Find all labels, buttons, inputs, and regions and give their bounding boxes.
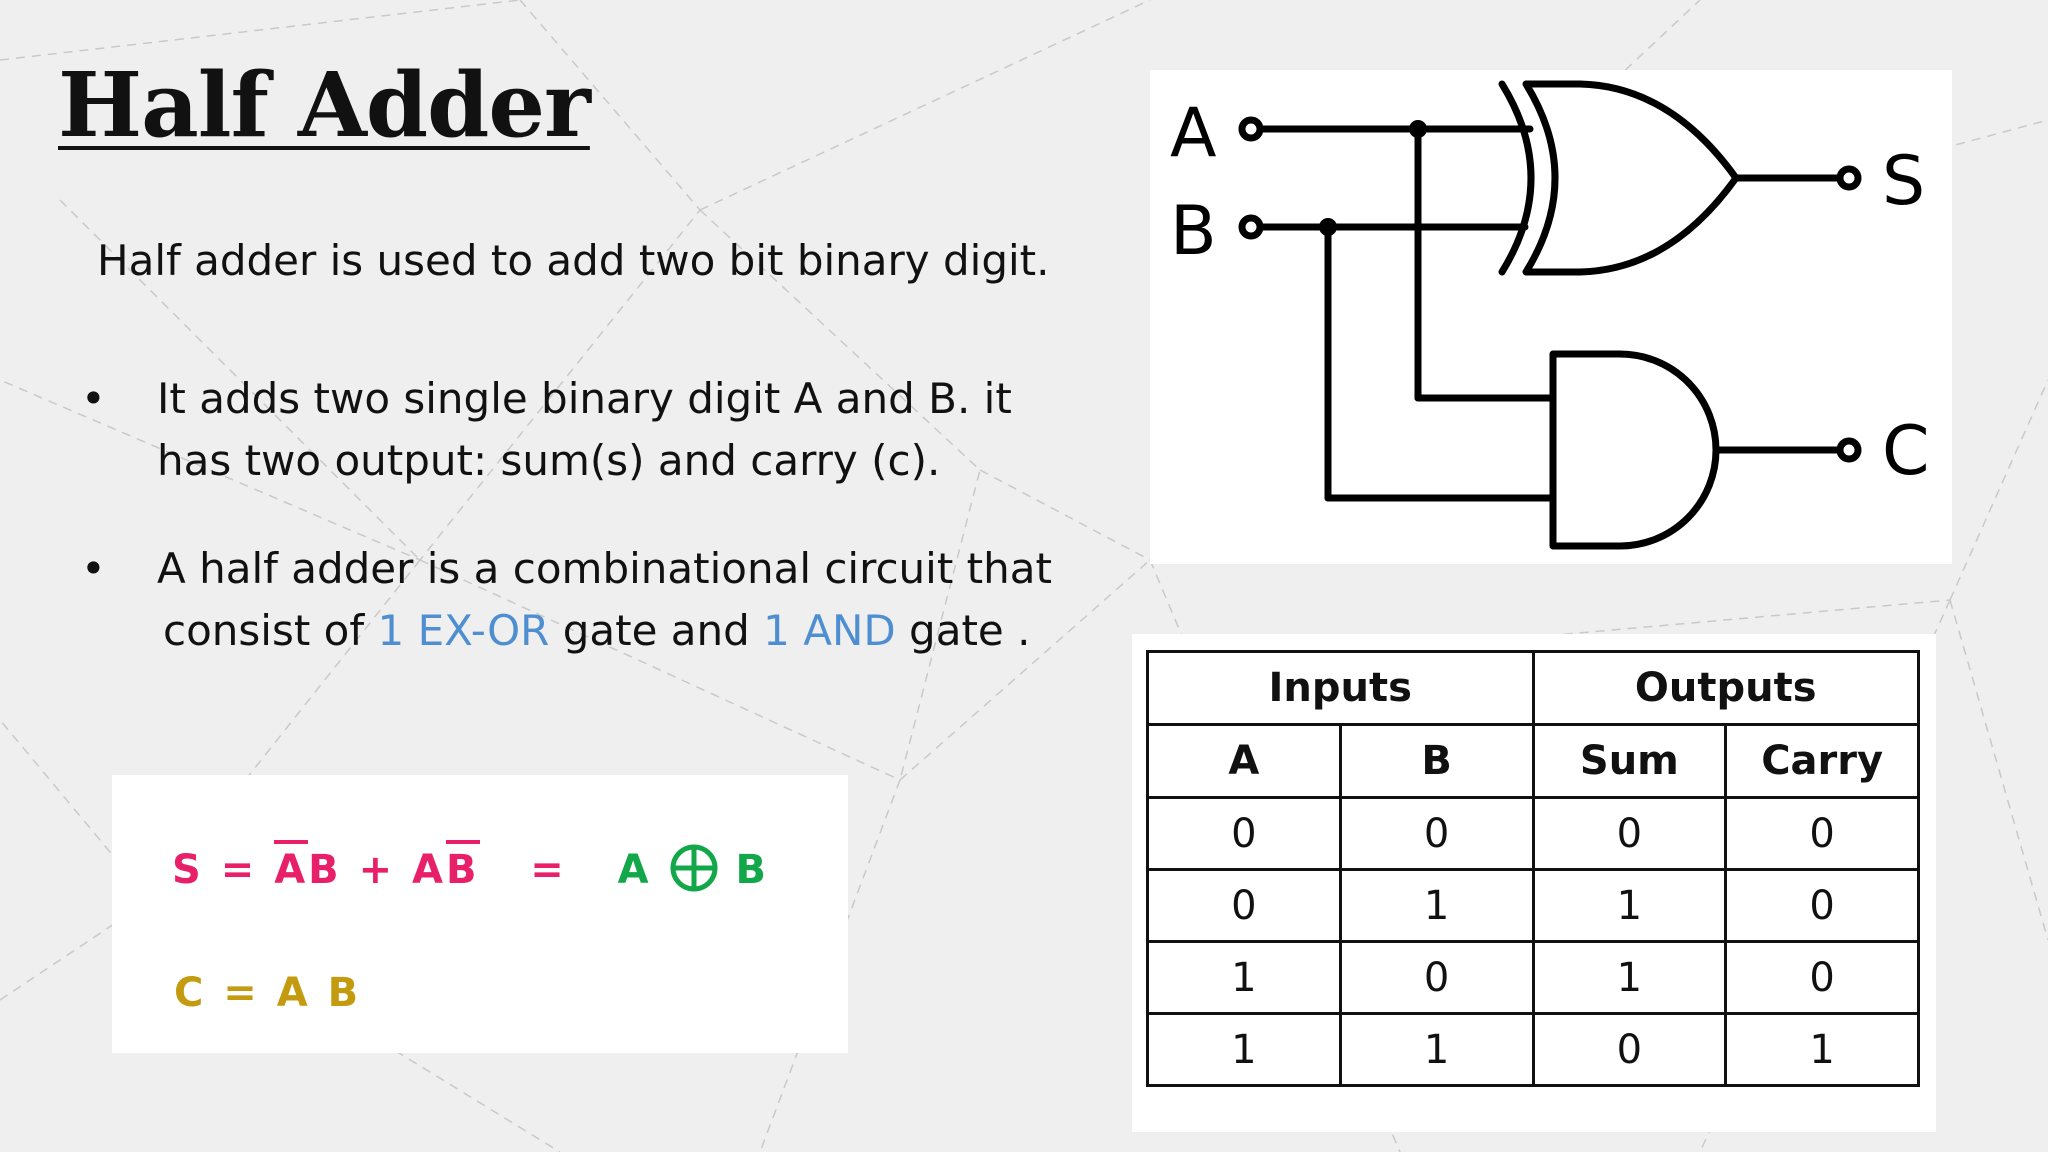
table-cell: 0 — [1338, 940, 1535, 1015]
highlight-ex-or: 1 EX-OR — [377, 606, 550, 655]
sum-label: S = — [172, 847, 258, 893]
equals-sign: = — [530, 847, 567, 893]
input-b-label: B — [1170, 192, 1217, 271]
table-row: 0 1 1 0 — [1146, 868, 1920, 943]
table-cell: 0 — [1531, 796, 1728, 871]
outputs-header: Outputs — [1531, 650, 1920, 726]
table-cell: 0 — [1338, 796, 1535, 871]
carry-equation: C = A B — [174, 970, 362, 1016]
bullet-dot: • — [81, 374, 106, 423]
slide-title: Half Adder — [58, 52, 591, 157]
table-row: 0 0 0 0 — [1146, 796, 1920, 871]
output-s-label: S — [1882, 142, 1925, 221]
output-c-label: C — [1882, 412, 1929, 491]
table-cell: 0 — [1724, 868, 1920, 943]
bullet-dot: • — [81, 544, 106, 593]
bullet-1-line1: It adds two single binary digit A and B.… — [157, 374, 1012, 423]
bullet-2: • A half adder is a combinational circui… — [81, 538, 1052, 662]
col-carry-header: Carry — [1724, 723, 1920, 799]
group-header-row: Inputs Outputs — [1146, 650, 1920, 726]
b-bar: B — [446, 840, 480, 893]
circuit-diagram: A B S C — [1170, 80, 1929, 550]
table-cell: 0 — [1531, 1012, 1728, 1087]
bullet-2-line1: A half adder is a combinational circuit … — [157, 544, 1052, 593]
formula-panel: S = AB + AB = A B C = A B — [112, 775, 848, 1053]
table-cell: 0 — [1724, 940, 1920, 1015]
table-cell: 1 — [1146, 940, 1342, 1015]
table-cell: 0 — [1724, 796, 1920, 871]
highlight-and: 1 AND — [763, 606, 896, 655]
table-cell: 0 — [1146, 868, 1342, 943]
result-a: A — [617, 847, 652, 893]
term1-b: B — [308, 847, 342, 893]
column-header-row: A B Sum Carry — [1146, 723, 1920, 799]
term2-a: A — [412, 847, 447, 893]
bullet-2-line2: consist of 1 EX-OR gate and 1 AND gate . — [163, 600, 1052, 662]
table-cell: 1 — [1338, 1012, 1535, 1087]
col-b-header: B — [1338, 723, 1535, 799]
input-a-label: A — [1170, 94, 1217, 173]
inputs-header: Inputs — [1146, 650, 1535, 726]
table-cell: 1 — [1531, 940, 1728, 1015]
a-bar: A — [274, 840, 309, 893]
intro-text: Half adder is used to add two bit binary… — [97, 236, 1050, 285]
line2-suffix: gate . — [895, 606, 1031, 655]
table-row: 1 0 1 0 — [1146, 940, 1920, 1015]
sum-equation: S = AB + AB = A B — [172, 840, 769, 893]
table-cell: 1 — [1531, 868, 1728, 943]
bullet-1-line2: has two output: sum(s) and carry (c). — [157, 436, 941, 485]
table-cell: 1 — [1724, 1012, 1920, 1087]
col-a-header: A — [1146, 723, 1342, 799]
table-row: 1 1 0 1 — [1146, 1012, 1920, 1087]
table-cell: 1 — [1146, 1012, 1342, 1087]
half-adder-circuit: A B S C — [1150, 70, 1952, 564]
table-cell: 0 — [1146, 796, 1342, 871]
table-cell: 1 — [1338, 868, 1535, 943]
col-sum-header: Sum — [1531, 723, 1728, 799]
truth-table: Inputs Outputs A B Sum Carry 0 0 0 0 0 1… — [1146, 650, 1920, 1087]
result-b: B — [735, 847, 769, 893]
line2-prefix: consist of — [163, 606, 378, 655]
bullet-1: • It adds two single binary digit A and … — [81, 368, 1012, 492]
line2-middle: gate and — [549, 606, 764, 655]
truth-table-panel: Inputs Outputs A B Sum Carry 0 0 0 0 0 1… — [1132, 634, 1936, 1132]
xor-symbol-icon — [670, 844, 717, 892]
plus-sign: + — [358, 847, 396, 893]
